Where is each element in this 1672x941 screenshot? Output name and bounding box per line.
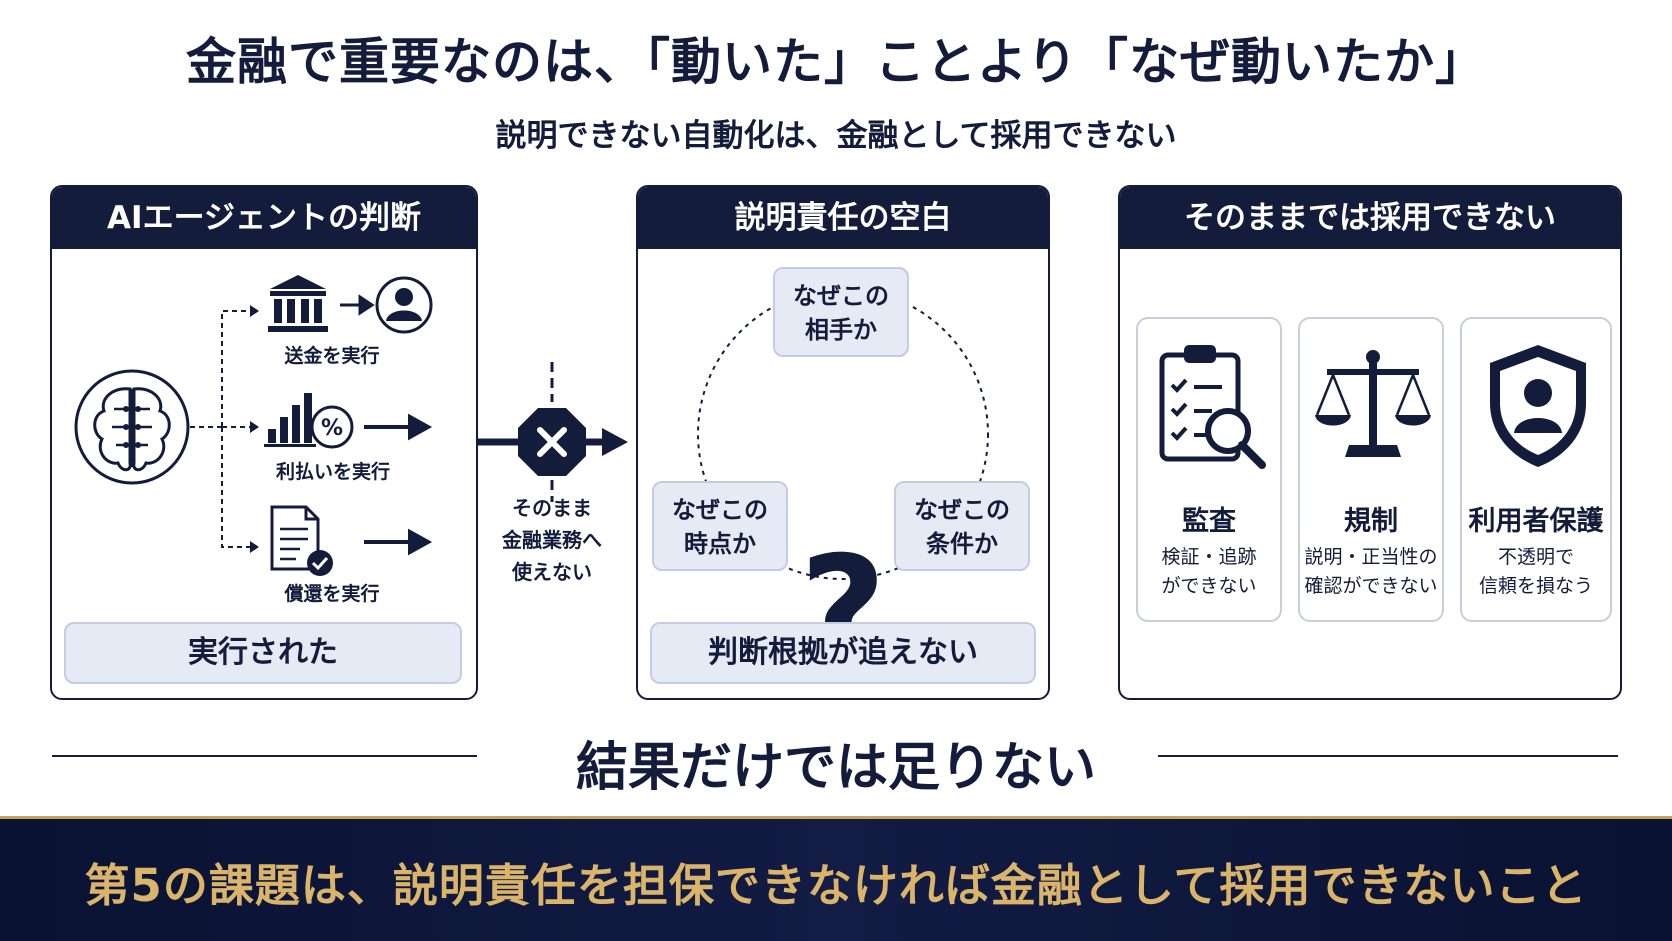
cannot-adopt-panel: そのままでは採用できない 監査 検証・追跡 ができない 規制 (1118, 185, 1622, 700)
question-counterparty: なぜこの 相手か (773, 267, 909, 357)
question-counterparty-line2: 相手か (805, 316, 877, 344)
connector-label-line3: 使えない (512, 560, 592, 584)
regulation-card-desc-line2: 確認ができない (1304, 575, 1438, 597)
page-title: 金融で重要なのは、「動いた」ことより「なぜ動いたか」 (186, 33, 1486, 91)
question-ring (697, 288, 989, 580)
brain-icon (74, 369, 190, 485)
audit-card-desc-line2: ができない (1161, 575, 1257, 597)
consumer-protection-card: 利用者保護 不透明で 信頼を損なう (1460, 317, 1612, 622)
divider-left (52, 755, 477, 757)
bar-chart-icon (264, 393, 316, 447)
scales-icon (1315, 350, 1431, 457)
question-conditions-line1: なぜこの (914, 496, 1010, 524)
footer-message: 第5の課題は、説明責任を担保できなければ金融として採用できないこと (84, 859, 1588, 912)
consumer-protection-card-desc: 不透明で 信頼を損なう (1462, 543, 1610, 601)
cannot-adopt-title: そのままでは採用できない (1120, 187, 1620, 249)
conclusion-text: 結果だけでは足りない (575, 738, 1096, 798)
action-label-interest: 利払いを実行 (275, 461, 390, 483)
percent-icon: % (310, 405, 354, 449)
question-timing: なぜこの 時点か (652, 481, 788, 571)
question-counterparty-line1: なぜこの (793, 282, 889, 310)
footer-banner: 第5の課題は、説明責任を担保できなければ金融として採用できないこと (0, 816, 1672, 941)
svg-text:%: % (321, 416, 343, 441)
action-label-remittance: 送金を実行 (284, 345, 380, 367)
accountability-gap-panel: 説明責任の空白 ? なぜこの 相手か なぜこの 時点か なぜこの 条件か 判断根… (636, 185, 1050, 700)
audit-card-title: 監査 (1182, 506, 1236, 537)
ai-flow-diagram: % (74, 275, 433, 576)
consumer-protection-card-desc-line1: 不透明で (1497, 546, 1574, 568)
dashed-branches (190, 310, 250, 548)
clipboard-search-icon (1159, 345, 1266, 469)
question-conditions: なぜこの 条件か (894, 481, 1030, 571)
consumer-protection-card-title: 利用者保護 (1468, 506, 1604, 537)
audit-card-desc: 検証・追跡 ができない (1138, 543, 1280, 601)
page-subtitle: 説明できない自動化は、金融として採用できない (495, 118, 1177, 154)
action-label-redemption: 償還を実行 (284, 583, 380, 605)
connector-label-line1: そのまま (512, 496, 592, 520)
accountability-gap-title: 説明責任の空白 (638, 187, 1048, 249)
ai-judgment-panel: AIエージェントの判断 (50, 185, 478, 700)
arrow-right-icon (364, 528, 433, 556)
user-circle-icon (375, 276, 433, 334)
blocked-connector (478, 362, 628, 502)
regulation-card-desc-line1: 説明・正当性の (1304, 546, 1438, 568)
regulation-card-title: 規制 (1344, 506, 1398, 537)
document-check-icon (270, 505, 333, 576)
question-conditions-line2: 条件か (926, 530, 998, 558)
blocked-x-icon (518, 408, 586, 476)
question-timing-line2: 時点か (684, 530, 756, 558)
connector-label-line2: 金融業務へ (502, 528, 602, 552)
regulation-card-desc: 説明・正当性の 確認ができない (1300, 543, 1442, 601)
ai-judgment-panel-title: AIエージェントの判断 (52, 187, 476, 249)
arrow-right-icon (340, 294, 375, 316)
consumer-protection-card-desc-line2: 信頼を損なう (1478, 575, 1593, 597)
arrow-right-icon (364, 413, 433, 441)
divider-right (1158, 755, 1618, 757)
question-timing-line1: なぜこの (672, 496, 768, 524)
audit-card: 監査 検証・追跡 ができない (1136, 317, 1282, 622)
bank-icon (268, 275, 328, 332)
audit-card-desc-line1: 検証・追跡 (1161, 546, 1257, 568)
executed-result: 実行された (64, 622, 462, 684)
untraceable-result: 判断根拠が追えない (650, 622, 1036, 684)
regulation-card: 規制 説明・正当性の 確認ができない (1298, 317, 1444, 622)
shield-user-icon (1490, 345, 1586, 467)
